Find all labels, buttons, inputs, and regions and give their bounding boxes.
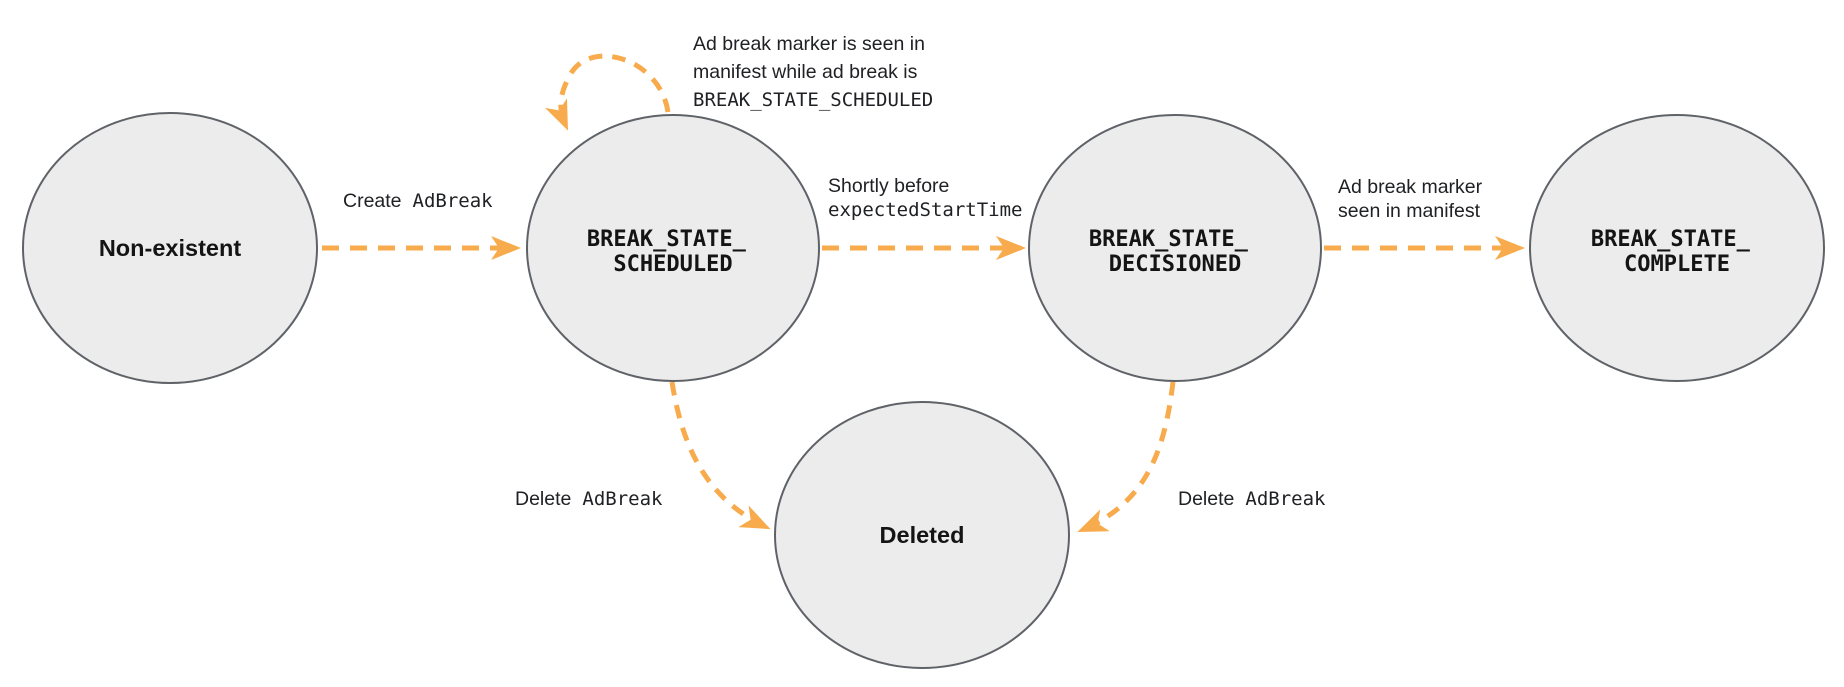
edge-label-text: manifest while ad break is	[693, 61, 918, 83]
edge-label-code: AdBreak	[1245, 488, 1326, 510]
state-node-deleted	[774, 401, 1070, 669]
state-node-break-state-complete	[1529, 114, 1825, 382]
edge-label-create-adbreak: Create AdBreak	[343, 190, 493, 212]
edge-label-text: Ad break marker	[1338, 176, 1483, 198]
state-label-line: SCHEDULED	[613, 252, 732, 277]
edge-label-text: seen in manifest	[1338, 200, 1481, 222]
edge-label-delete-right: Delete AdBreak	[1178, 488, 1326, 510]
state-label-break-state-decisioned: BREAK_STATE_ DECISIONED	[1089, 227, 1261, 277]
edge-label-code: AdBreak	[413, 190, 494, 212]
edge-label-shortly-before: Shortly before expectedStartTime	[828, 175, 1022, 221]
state-node-break-state-scheduled	[526, 114, 820, 382]
edge-delete-from-decisioned	[1077, 381, 1176, 533]
edge-label-text: Ad break marker is seen in	[693, 33, 925, 55]
edge-label-marker-seen: Ad break marker seen in manifest	[1338, 176, 1486, 222]
state-label-line: COMPLETE	[1624, 252, 1730, 277]
state-label-line: BREAK_STATE_	[1089, 227, 1249, 252]
edge-label-code: AdBreak	[582, 488, 663, 510]
edge-label-text: Delete	[1178, 488, 1234, 510]
edge-label-text: Delete	[515, 488, 571, 510]
edge-label-code: expectedStartTime	[828, 199, 1022, 221]
state-node-non-existent	[22, 112, 318, 384]
state-label-deleted: Deleted	[880, 522, 965, 548]
edge-self-loop-scheduled	[544, 53, 671, 131]
state-label-line: BREAK_STATE_	[587, 227, 747, 252]
state-label-non-existent: Non-existent	[99, 235, 241, 261]
state-label-line: DECISIONED	[1109, 252, 1241, 277]
edge-label-code: BREAK_STATE_SCHEDULED	[693, 89, 933, 111]
state-label-break-state-scheduled: BREAK_STATE_ SCHEDULED	[587, 227, 759, 277]
state-node-break-state-decisioned	[1028, 114, 1322, 382]
edge-label-self-loop: Ad break marker is seen in manifest whil…	[693, 33, 933, 111]
edge-delete-from-scheduled	[669, 381, 771, 530]
edge-label-text: Shortly before	[828, 175, 949, 197]
state-label-line: BREAK_STATE_	[1591, 227, 1751, 252]
state-label-break-state-complete: BREAK_STATE_ COMPLETE	[1591, 227, 1763, 277]
edge-label-text: Create	[343, 190, 402, 212]
edge-label-delete-left: Delete AdBreak	[515, 488, 663, 510]
